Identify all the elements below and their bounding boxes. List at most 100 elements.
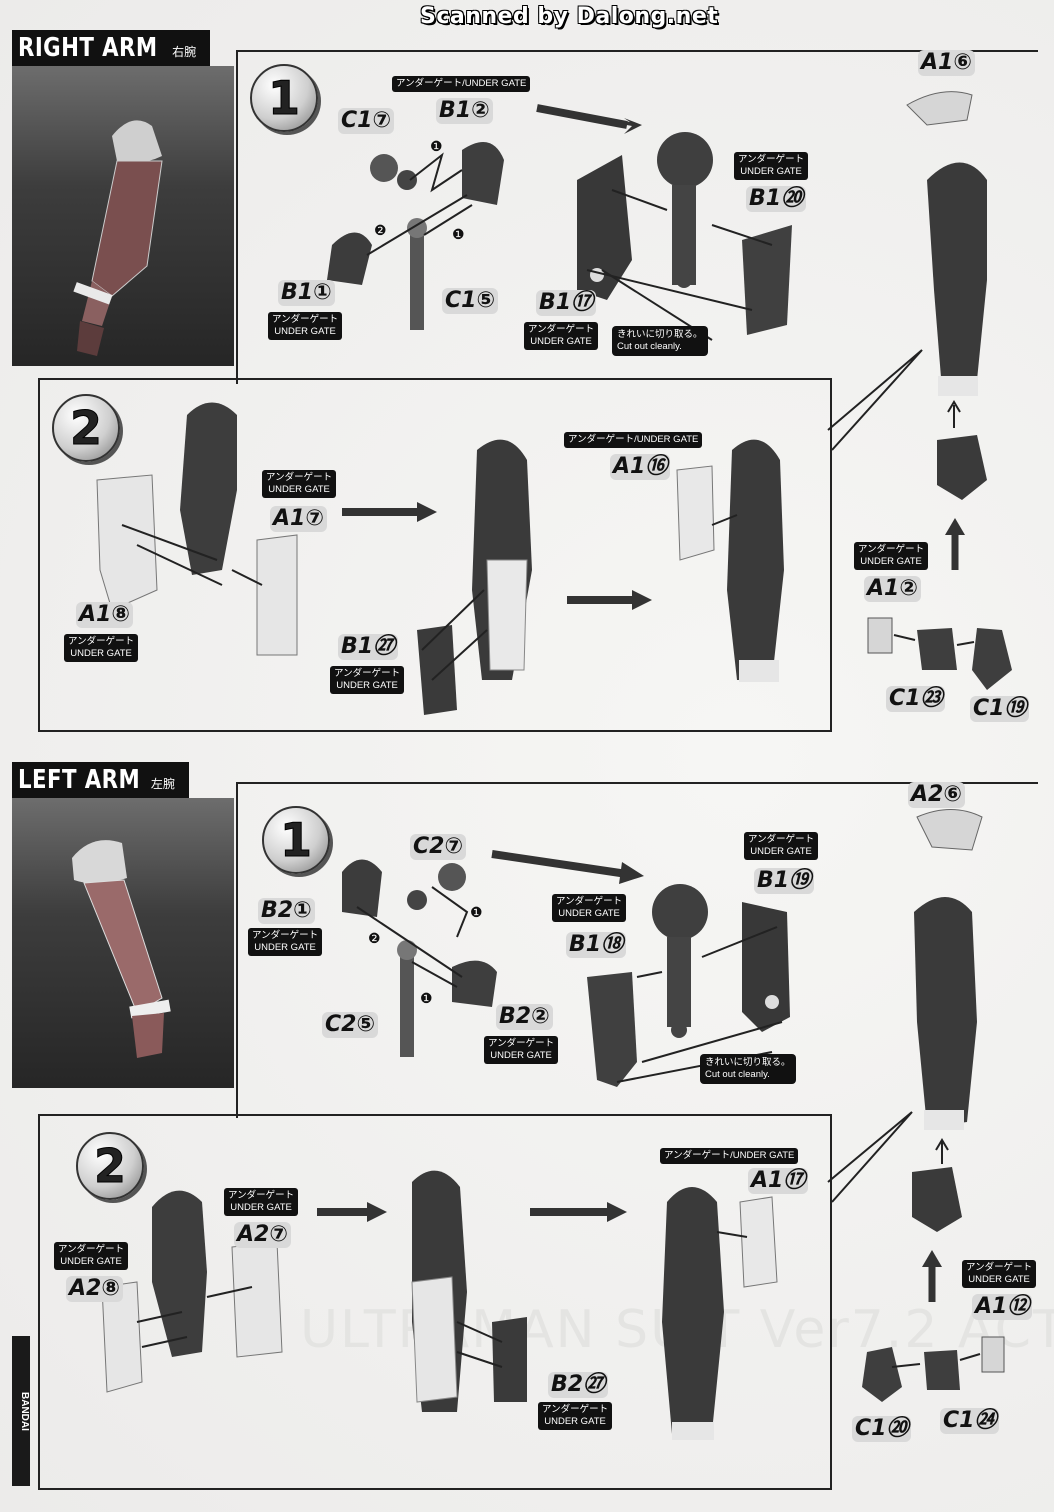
- part-hand: [912, 1167, 962, 1232]
- order-2: ❷: [368, 930, 381, 946]
- part-hand: [937, 435, 987, 500]
- part-final-arm: [927, 162, 987, 396]
- part-assembly-step2-right: [662, 1187, 724, 1440]
- part-a1-upper-arm: [152, 1190, 207, 1357]
- final-up-arrowhead-2: [922, 1250, 942, 1267]
- part-c27: [407, 863, 466, 910]
- part-a116: [676, 465, 715, 561]
- label-b12: B1②: [436, 98, 493, 124]
- label-b127: B1㉗: [338, 634, 399, 660]
- label-b119: B1⑲: [754, 868, 815, 894]
- part-a28: [101, 1281, 143, 1393]
- left-step2-number: 2: [76, 1132, 144, 1200]
- part-b1-arm-shaft: [652, 884, 708, 1038]
- right-arm-section: RIGHT ARM 右腕 1 2: [12, 30, 1042, 748]
- part-a117: [739, 1196, 778, 1288]
- part-b11: [327, 232, 372, 285]
- label-a28: A2⑧: [66, 1276, 123, 1302]
- part-b227: [492, 1317, 527, 1402]
- label-c124: C1㉔: [940, 1408, 1000, 1434]
- part-assembly-step2-right: [727, 439, 784, 682]
- photo-hand: [132, 1013, 164, 1058]
- part-b21: [342, 859, 382, 917]
- step2-lines: [121, 514, 738, 681]
- label-a17: A1⑦: [270, 506, 327, 532]
- label-c120: C1⑳: [852, 1416, 912, 1442]
- label-a12: A1②: [864, 576, 921, 602]
- left-arm-title-en: LEFT ARM: [18, 765, 141, 795]
- label-a117: A1⑰: [748, 1168, 809, 1194]
- step2-flow-arrowhead-1: [417, 502, 437, 522]
- right-arm-photo-figure: [73, 120, 163, 356]
- part-assembly-step2-mid: [411, 1170, 467, 1412]
- part-c120: [862, 1347, 902, 1402]
- part-a12: [981, 1336, 1005, 1373]
- right-arm-title: RIGHT ARM 右腕: [12, 30, 211, 66]
- cut-note-left: きれいに切り取る。Cut out cleanly.: [700, 1054, 796, 1084]
- left-arm-title-jp: 左腕: [150, 777, 175, 791]
- label-c15: C1⑤: [442, 288, 499, 314]
- callout-line: [827, 349, 923, 451]
- right-step2-number: 2: [52, 394, 120, 462]
- step2-flow-arrowhead-1: [367, 1202, 387, 1222]
- photo-hand: [77, 321, 104, 356]
- label-a16: A1⑥: [918, 50, 975, 76]
- label-b118: B1⑱: [566, 932, 627, 958]
- right-step2-frame: [38, 378, 832, 732]
- photo-shoulder: [112, 120, 162, 163]
- label-b11: B1①: [278, 280, 335, 306]
- label-c119: C1⑲: [970, 696, 1030, 722]
- photo-upper-arm: [91, 160, 163, 297]
- left-step1-number: 1: [262, 806, 330, 874]
- part-a26: [916, 809, 983, 851]
- step2-lines: [136, 1231, 748, 1368]
- label-b227: B2㉗: [548, 1372, 609, 1398]
- part-a27: [231, 1241, 283, 1358]
- part-final-arm: [914, 897, 977, 1130]
- left-arm-section: LEFT ARM 左腕 1 2: [12, 762, 1042, 1502]
- part-b120: [742, 225, 792, 335]
- right-step1-number: 1: [250, 64, 318, 132]
- part-a16: [906, 91, 973, 126]
- label-c27: C2⑦: [410, 834, 467, 860]
- part-c25: [397, 940, 417, 1057]
- ug-a117: アンダーゲート/UNDER GATE: [660, 1148, 799, 1164]
- left-arm-diagram: [101, 809, 1005, 1440]
- label-b22: B2②: [496, 1004, 553, 1030]
- label-b117: B1⑰: [536, 290, 597, 316]
- part-c119: [972, 628, 1012, 690]
- step1-flow-arrow: [491, 850, 628, 878]
- left-step1-frame: [236, 782, 1038, 1118]
- label-c123: C1㉓: [886, 686, 946, 712]
- right-arm-diagram: [96, 91, 1012, 715]
- part-a18: [96, 474, 158, 611]
- scan-watermark: Scanned by Dalong.net: [420, 4, 719, 29]
- left-arm-title: LEFT ARM 左腕: [12, 762, 189, 798]
- step1-flow-arrow-shaft: [536, 104, 628, 129]
- right-arm-photo: [12, 66, 234, 366]
- order-1a: ❶: [470, 904, 483, 920]
- part-b118: [587, 972, 637, 1087]
- right-step1-frame: [236, 50, 1038, 384]
- step2-flow-arrowhead-2: [607, 1202, 627, 1222]
- part-b119: [742, 902, 790, 1032]
- part-a1-upper-arm: [180, 402, 237, 575]
- part-b1-arm-shaft: [657, 132, 713, 288]
- brand-logo: BANDAI: [12, 1336, 30, 1486]
- part-a17: [256, 534, 298, 656]
- order-1b: ❶: [452, 226, 465, 242]
- ug-a116: アンダーゲート/UNDER GATE: [564, 432, 703, 448]
- final-small-lines: [893, 634, 975, 646]
